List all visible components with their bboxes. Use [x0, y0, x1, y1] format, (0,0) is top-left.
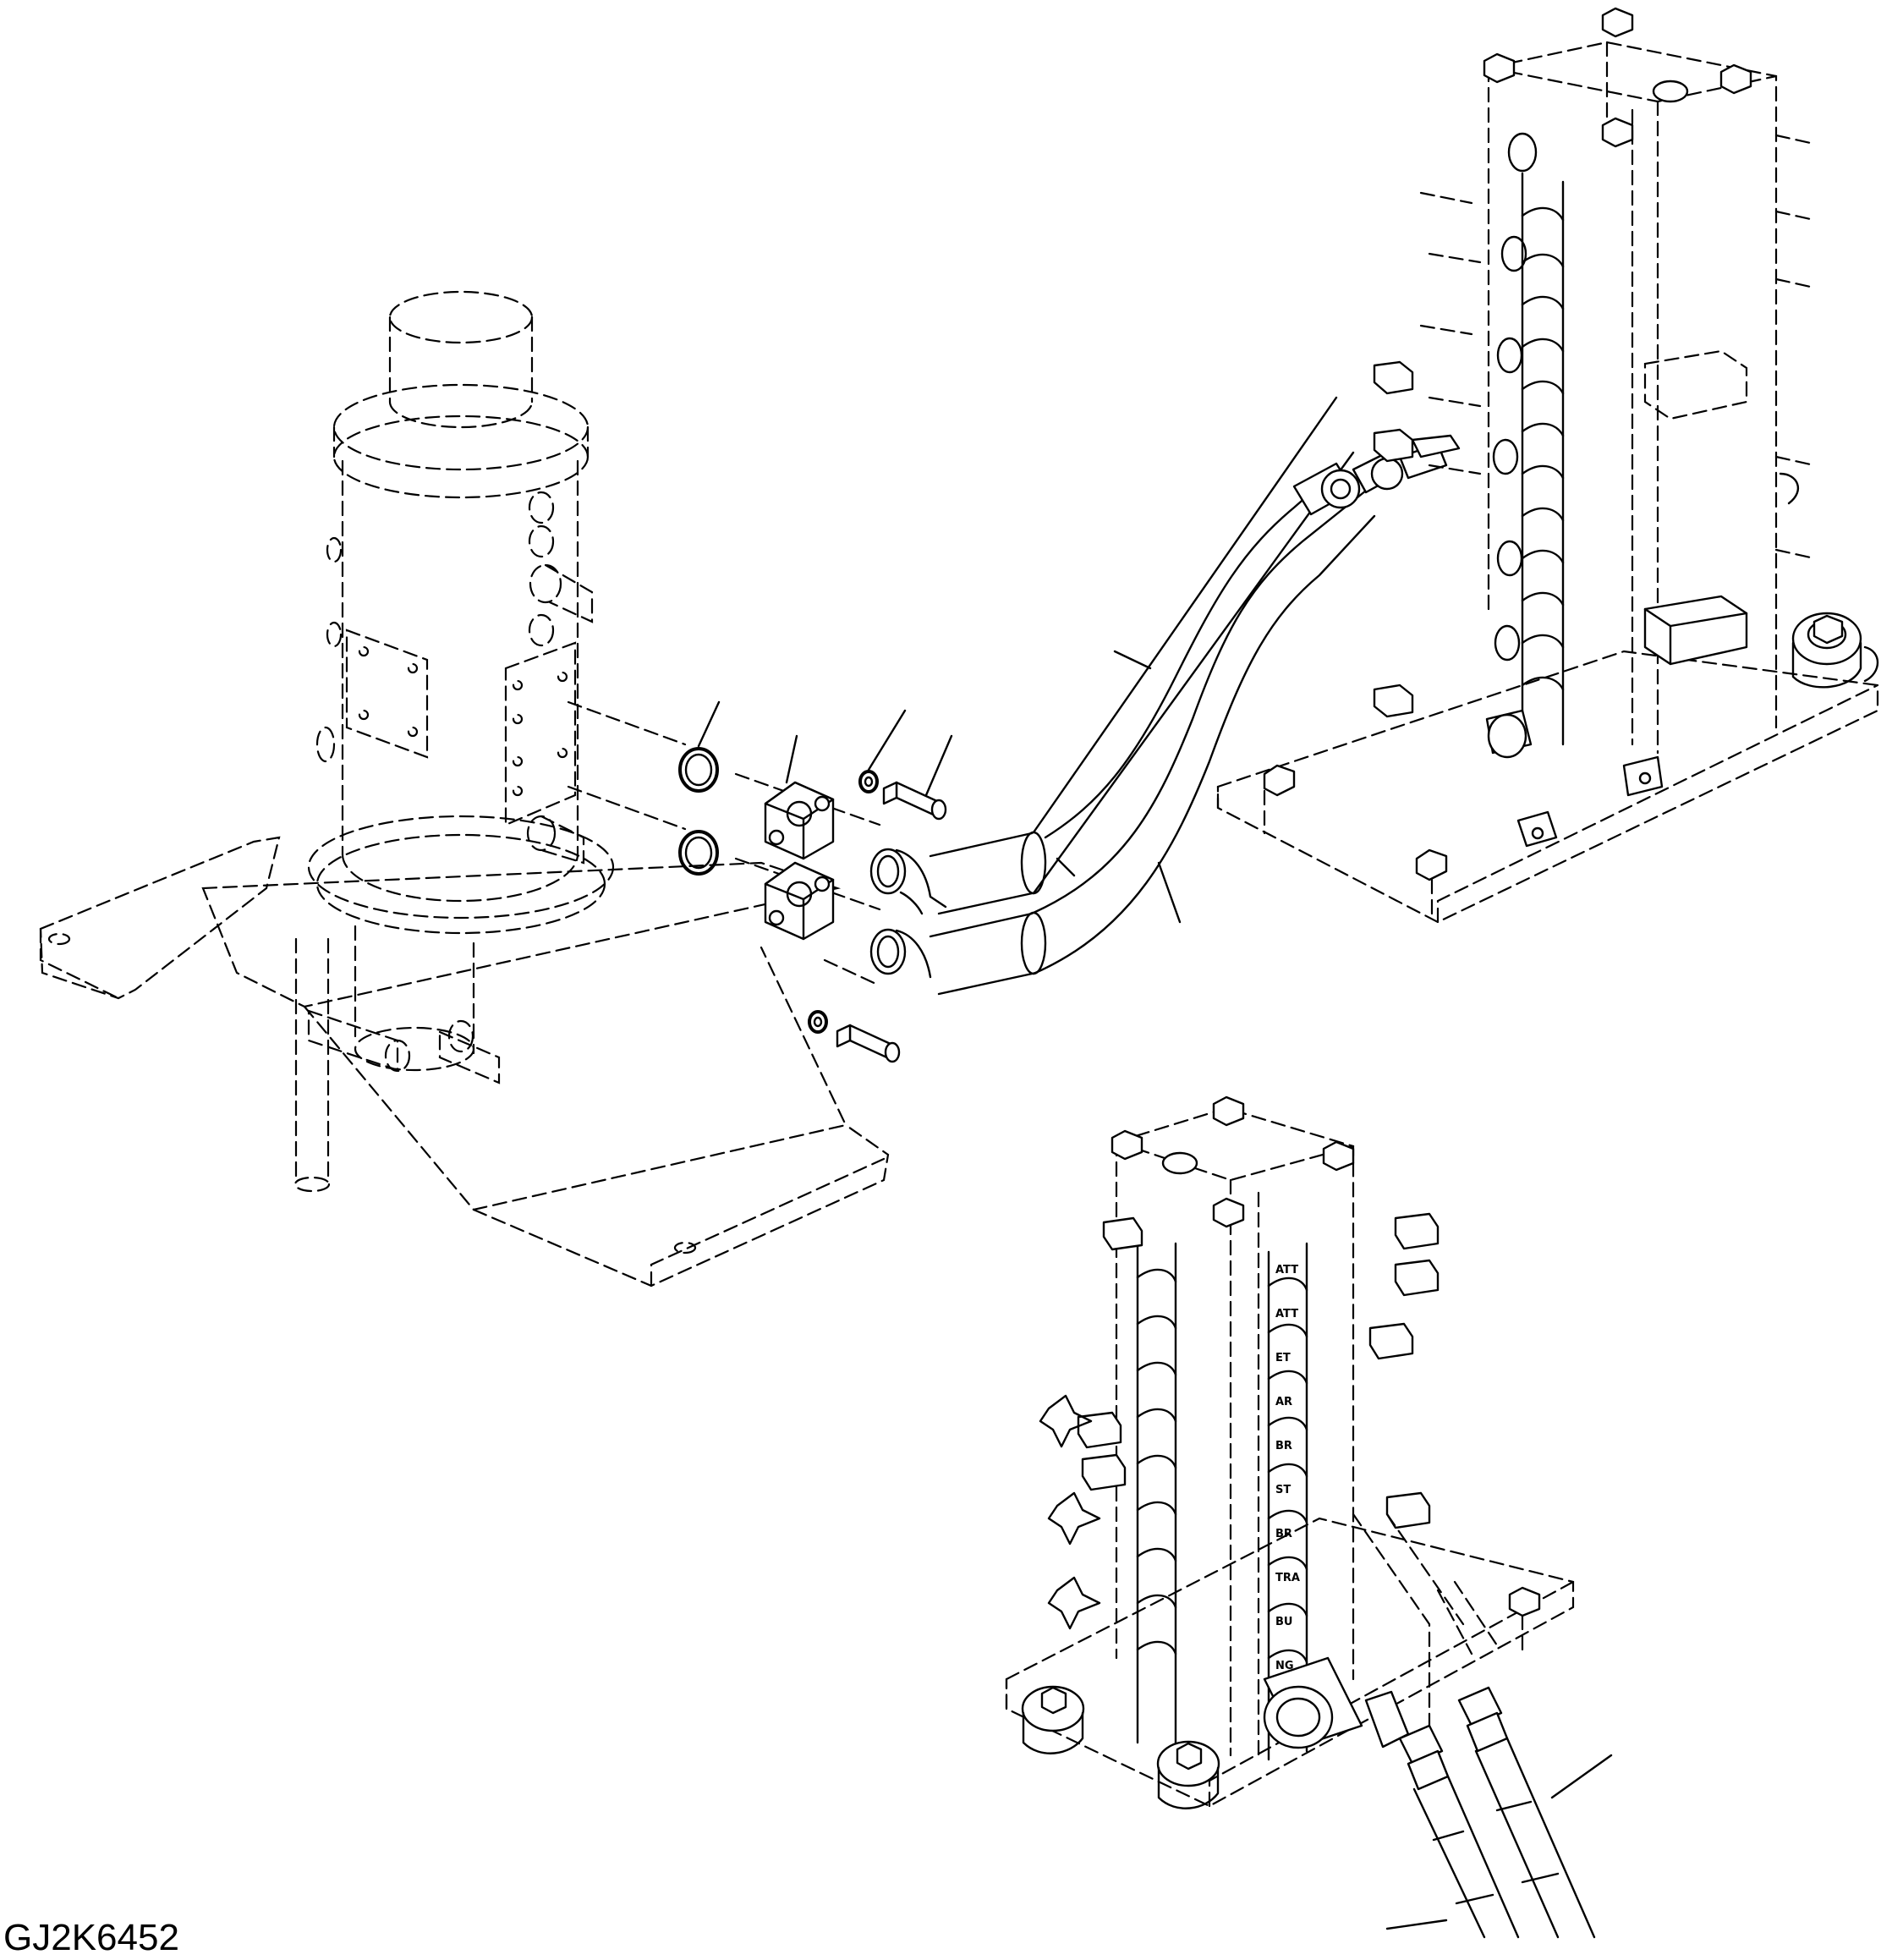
valve-section-labels: ATT ATT ET AR BR ST BR TRA BU NG	[1275, 1264, 1300, 1672]
leader-line-lower-hoses-b	[1385, 1919, 1448, 1930]
leader-line-o-ring	[697, 700, 721, 748]
swivel-joint	[307, 290, 615, 1072]
control-valve-lower: ATT ATT ET AR BR ST BR TRA BU NG	[1005, 1095, 1575, 1809]
hose-lower	[869, 489, 1376, 996]
washer-upper	[858, 770, 879, 793]
leader-line-bolt	[924, 734, 953, 797]
bracket	[39, 836, 890, 1287]
valve-end-cap	[1021, 1685, 1085, 1754]
hose-upper	[869, 396, 1355, 915]
leader-line-hose-lower	[1157, 861, 1182, 924]
leader-line-bolt-lower	[1056, 857, 1076, 877]
plate-bolt	[1415, 848, 1448, 881]
leader-line-washer	[867, 709, 907, 771]
valve-bottom-fitting	[1263, 1656, 1410, 1749]
hose-fitting-valve-side	[1292, 442, 1448, 516]
valve-section-label: AR	[1275, 1396, 1292, 1408]
valve-end-cap	[1156, 1740, 1220, 1809]
valve-top-bolt	[1483, 7, 1752, 148]
plate-bolt	[1263, 764, 1296, 797]
leader-line-flange	[785, 734, 798, 784]
washer-lower	[808, 1010, 828, 1034]
valve-section-label: ET	[1275, 1352, 1291, 1364]
control-valve-upper	[1216, 7, 1879, 924]
bolt-upper	[882, 781, 947, 821]
o-ring-lower	[678, 830, 719, 876]
valve-top-bolt	[1111, 1095, 1355, 1228]
hose-pair-lower-valve	[1398, 1686, 1596, 1939]
split-flange-lower	[764, 861, 835, 941]
figure-code: GJ2K6452	[3, 1917, 179, 1958]
split-flange-upper	[764, 781, 835, 860]
valve-section-label: BU	[1275, 1616, 1292, 1628]
valve-section-label: BR	[1275, 1440, 1292, 1452]
leader-line-hose-upper	[1113, 650, 1152, 670]
valve-section-label: ATT	[1275, 1264, 1298, 1276]
valve-ports-left	[1419, 132, 1538, 662]
bolt-lower	[836, 1024, 901, 1063]
valve-section-label: NG	[1275, 1660, 1294, 1672]
valve-section-label: BR	[1275, 1528, 1292, 1540]
leader-line-lower-hoses-a	[1550, 1754, 1613, 1799]
leader-lines	[697, 650, 1613, 1930]
valve-section-label: ATT	[1275, 1308, 1298, 1320]
o-ring-upper	[678, 747, 719, 793]
valve-section-label: ST	[1275, 1484, 1291, 1496]
swivel-port-plugs	[315, 491, 594, 865]
valve-section-label: TRA	[1275, 1572, 1300, 1584]
valve-end-cap	[1791, 612, 1879, 689]
